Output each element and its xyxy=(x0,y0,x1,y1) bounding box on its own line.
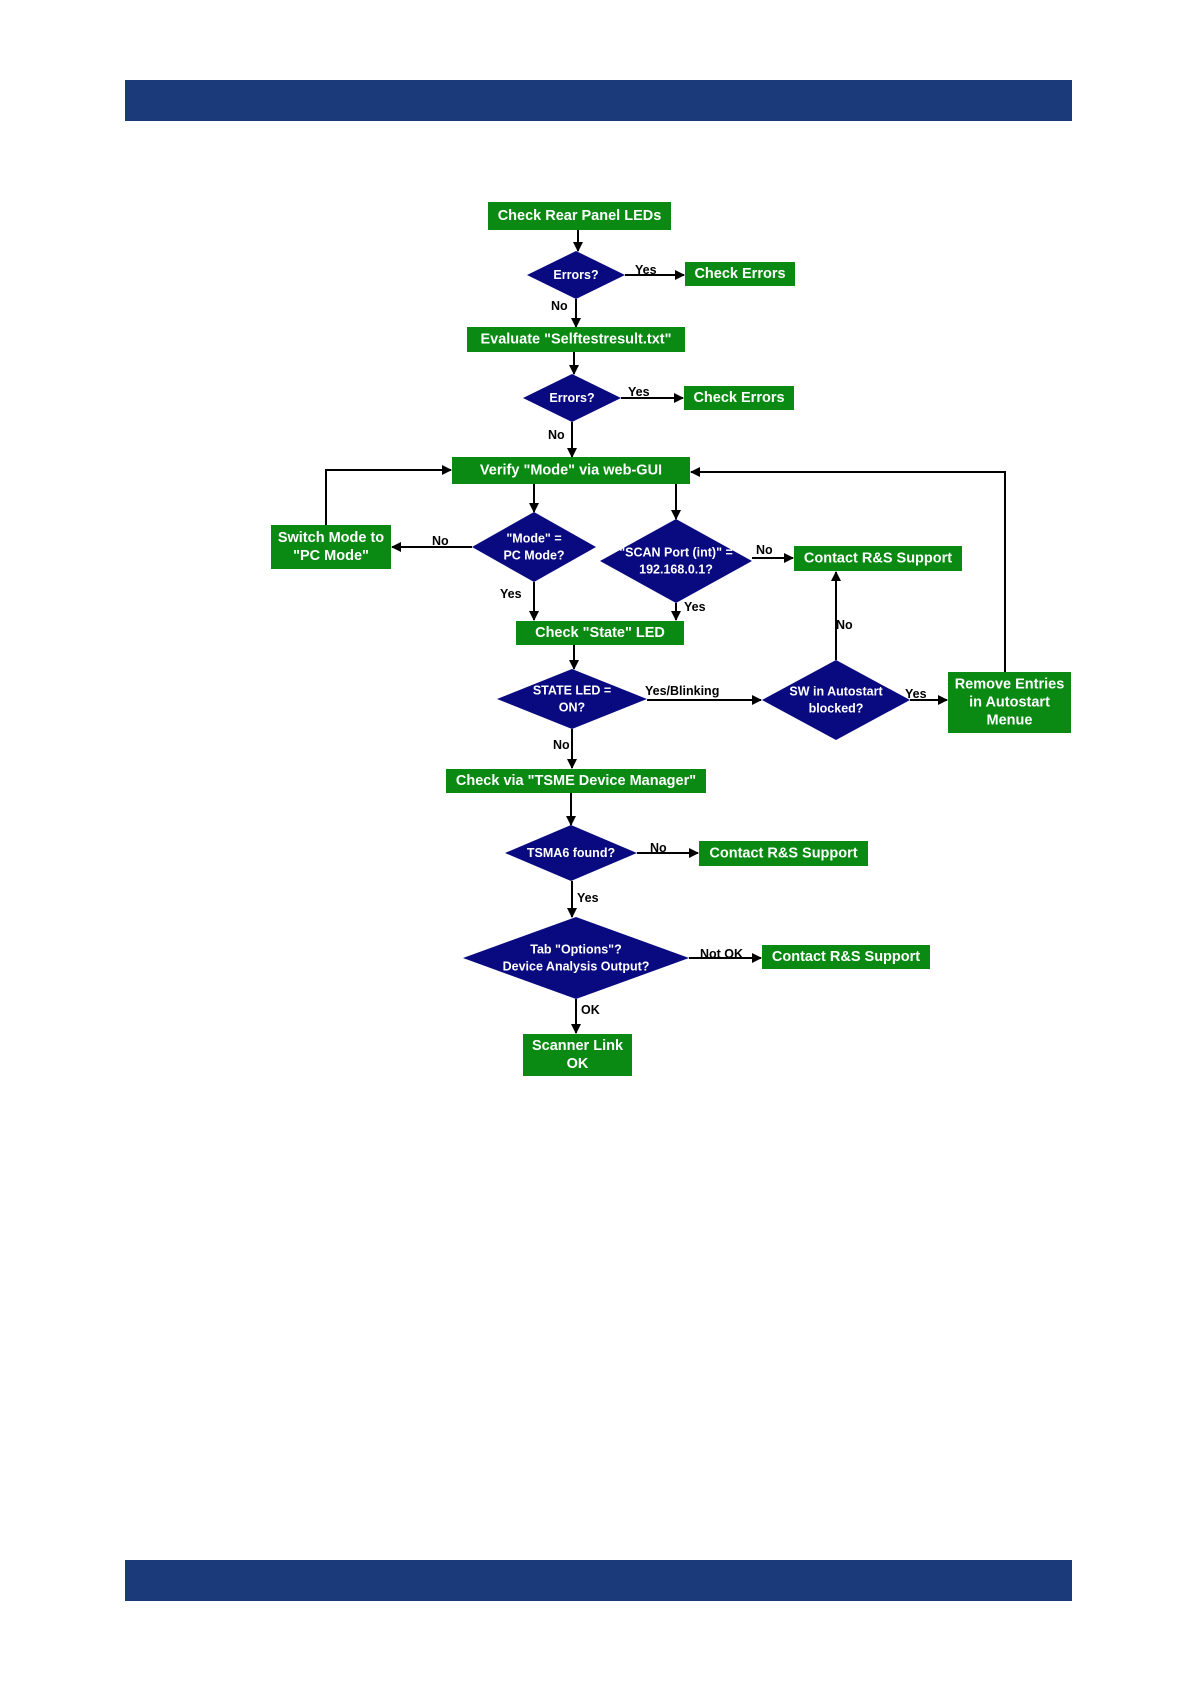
check-errors-2-label-1: Check Errors xyxy=(693,390,784,406)
edge-label-scan-no: No xyxy=(756,543,773,557)
scanner-link-ok-label-1: Scanner Link xyxy=(532,1038,624,1054)
state-led-on-label-2: ON? xyxy=(559,701,585,715)
check-rear-leds-box: Check Rear Panel LEDs xyxy=(488,202,671,230)
check-state-led-label-1: Check "State" LED xyxy=(535,625,665,641)
contact-support-3-label-1: Contact R&S Support xyxy=(772,949,920,965)
contact-support-3-shape xyxy=(762,945,930,969)
errors-2-label-1: Errors? xyxy=(549,391,594,405)
edge-label-errors1-no: No xyxy=(551,299,568,313)
edge-label-scan-yes: Yes xyxy=(684,600,706,614)
sw-autostart-shape xyxy=(762,660,910,740)
check-state-led-box: Check "State" LED xyxy=(516,621,684,645)
evaluate-selftest-shape xyxy=(467,327,685,352)
contact-support-2-label-1: Contact R&S Support xyxy=(709,846,857,862)
tab-options-shape xyxy=(463,917,689,999)
evaluate-selftest-label-1: Evaluate "Selftestresult.txt" xyxy=(480,332,671,348)
tab-options-label-2: Device Analysis Output? xyxy=(503,960,650,974)
connector-e18 xyxy=(690,467,1006,672)
switch-mode-label-2: "PC Mode" xyxy=(293,548,369,564)
edge-label-sw-yes: Yes xyxy=(905,687,927,701)
verify-mode-label-1: Verify "Mode" via web-GUI xyxy=(480,463,662,479)
edge-label-errors2-no: No xyxy=(548,428,565,442)
tsma6-found-decision: TSMA6 found? xyxy=(505,825,637,881)
scan-port-label-2: 192.168.0.1? xyxy=(639,563,713,577)
contact-support-1-box: Contact R&S Support xyxy=(794,546,962,571)
switch-mode-shape xyxy=(271,525,391,569)
check-errors-1-box: Check Errors xyxy=(685,262,795,286)
tab-options-decision: Tab "Options"? Device Analysis Output? xyxy=(463,917,689,999)
errors-1-shape xyxy=(527,251,625,299)
scanner-link-ok-label-2: OK xyxy=(567,1056,589,1072)
check-device-manager-label-1: Check via "TSME Device Manager" xyxy=(456,773,696,789)
errors-2-shape xyxy=(523,374,621,422)
switch-mode-label-1: Switch Mode to xyxy=(278,530,384,546)
verify-mode-box: Verify "Mode" via web-GUI xyxy=(452,457,690,484)
edge-label-state-yes: Yes/Blinking xyxy=(645,684,719,698)
errors-1-decision: Errors? xyxy=(527,251,625,299)
scanner-link-ok-shape xyxy=(523,1034,632,1076)
check-rear-leds-shape xyxy=(488,202,671,230)
sw-autostart-label-2: blocked? xyxy=(809,702,864,716)
connector-e10 xyxy=(325,465,452,525)
remove-entries-label-3: Menue xyxy=(987,713,1033,729)
errors-2-decision: Errors? xyxy=(523,374,621,422)
sw-autostart-label-1: SW in Autostart xyxy=(789,685,883,699)
state-led-on-shape xyxy=(497,669,647,729)
check-rear-leds-label-1: Check Rear Panel LEDs xyxy=(498,208,662,224)
edge-label-errors2-yes: Yes xyxy=(628,385,650,399)
footer-bar xyxy=(125,1560,1072,1601)
evaluate-selftest-box: Evaluate "Selftestresult.txt" xyxy=(467,327,685,352)
scan-port-shape xyxy=(600,519,752,603)
edge-label-sw-no: No xyxy=(836,618,853,632)
remove-entries-label-2: in Autostart xyxy=(969,695,1050,711)
edge-label-mode-yes: Yes xyxy=(500,587,522,601)
edge-label-tab-ok: OK xyxy=(581,1003,600,1017)
scan-port-decision: "SCAN Port (int)" = 192.168.0.1? xyxy=(600,519,752,603)
edge-label-tsma-yes: Yes xyxy=(577,891,599,905)
check-errors-2-box: Check Errors xyxy=(684,386,794,410)
mode-pc-shape xyxy=(472,512,596,582)
mode-pc-label-2: PC Mode? xyxy=(503,549,564,563)
contact-support-1-shape xyxy=(794,546,962,571)
errors-1-label-1: Errors? xyxy=(553,268,598,282)
edge-label-tab-notok: Not OK xyxy=(700,947,743,961)
verify-mode-shape xyxy=(452,457,690,484)
check-errors-1-shape xyxy=(685,262,795,286)
scan-port-label-1: "SCAN Port (int)" = xyxy=(619,546,733,560)
tsma6-found-shape xyxy=(505,825,637,881)
edge-label-tsma-no: No xyxy=(650,841,667,855)
check-errors-1-label-1: Check Errors xyxy=(694,266,785,282)
check-errors-2-shape xyxy=(684,386,794,410)
state-led-on-label-1: STATE LED = xyxy=(533,684,611,698)
check-state-led-shape xyxy=(516,621,684,645)
tsma6-found-label-1: TSMA6 found? xyxy=(527,846,615,860)
edge-label-errors1-yes: Yes xyxy=(635,263,657,277)
mode-pc-label-1: "Mode" = xyxy=(506,532,561,546)
remove-entries-shape xyxy=(948,672,1071,733)
contact-support-1-label-1: Contact R&S Support xyxy=(804,551,952,567)
check-device-manager-box: Check via "TSME Device Manager" xyxy=(446,769,706,793)
check-device-manager-shape xyxy=(446,769,706,793)
mode-pc-decision: "Mode" = PC Mode? xyxy=(472,512,596,582)
edge-label-mode-no: No xyxy=(432,534,449,548)
state-led-on-decision: STATE LED = ON? xyxy=(497,669,647,729)
header-bar xyxy=(125,80,1072,121)
switch-mode-box: Switch Mode to "PC Mode" xyxy=(271,525,391,569)
remove-entries-label-1: Remove Entries xyxy=(955,677,1065,693)
tab-options-label-1: Tab "Options"? xyxy=(530,943,621,957)
edge-label-state-no: No xyxy=(553,738,570,752)
contact-support-3-box: Contact R&S Support xyxy=(762,945,930,969)
contact-support-2-shape xyxy=(699,841,868,866)
contact-support-2-box: Contact R&S Support xyxy=(699,841,868,866)
sw-autostart-decision: SW in Autostart blocked? xyxy=(762,660,910,740)
